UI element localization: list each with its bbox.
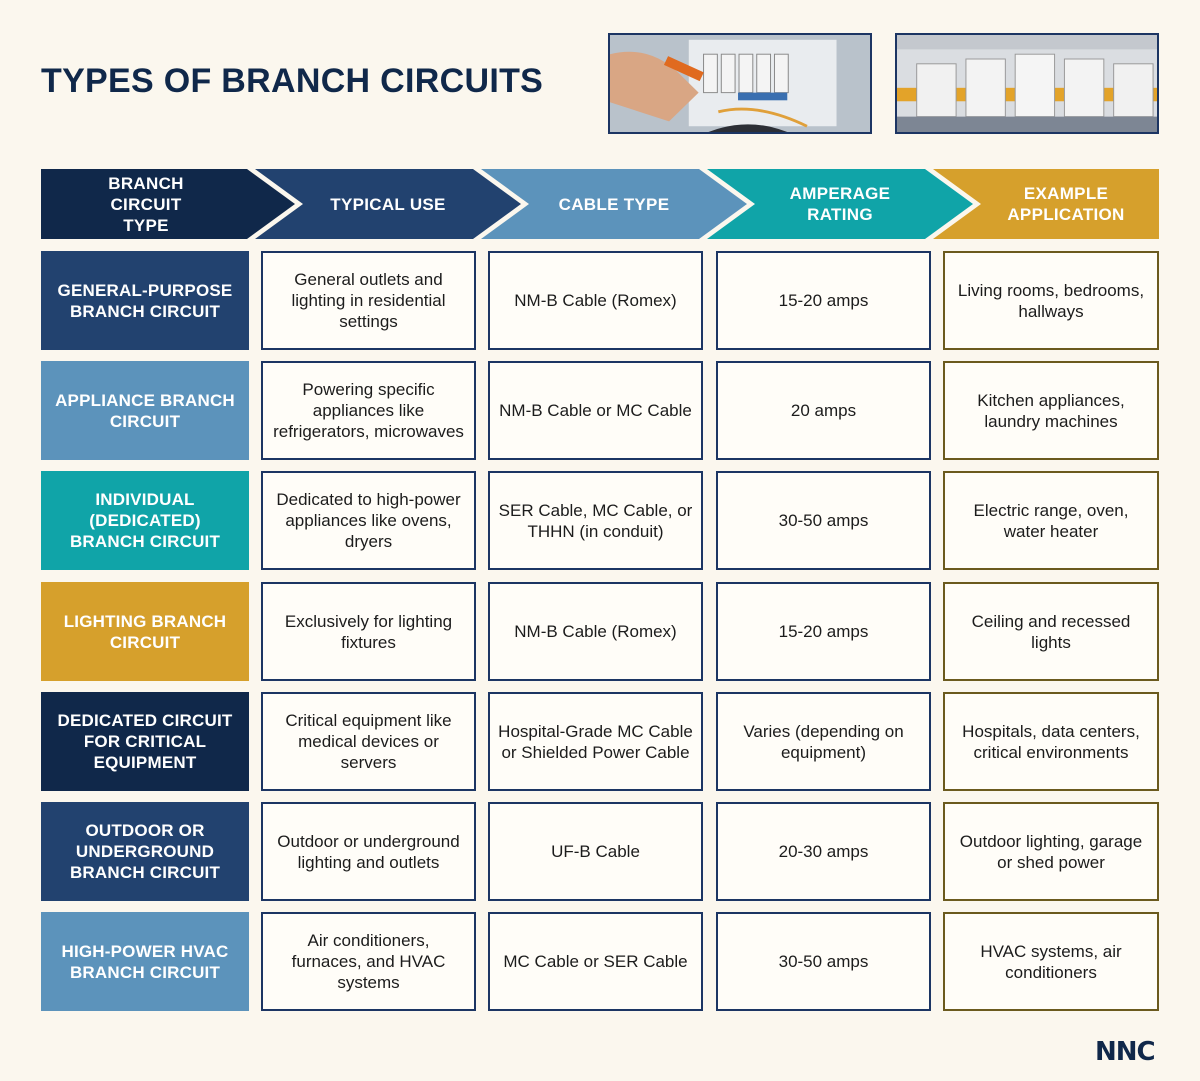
example-application-cell: Electric range, oven, water heater xyxy=(943,471,1159,570)
circuit-type-cell: GENERAL-PURPOSE BRANCH CIRCUIT xyxy=(41,251,249,350)
cable-type-cell: UF-B Cable xyxy=(488,802,703,901)
table-row: GENERAL-PURPOSE BRANCH CIRCUIT General o… xyxy=(0,251,1200,350)
cable-type-cell: Hospital-Grade MC Cable or Shielded Powe… xyxy=(488,692,703,791)
electrician-panel-photo xyxy=(608,33,872,134)
typical-use-cell: Powering specific appliances like refrig… xyxy=(261,361,476,460)
table-row: LIGHTING BRANCH CIRCUIT Exclusively for … xyxy=(0,582,1200,681)
typical-use-cell: Dedicated to high-power appliances like … xyxy=(261,471,476,570)
cable-type-cell: NM-B Cable or MC Cable xyxy=(488,361,703,460)
amperage-cell: 20-30 amps xyxy=(716,802,931,901)
cable-type-cell: SER Cable, MC Cable, or THHN (in conduit… xyxy=(488,471,703,570)
circuit-type-cell: LIGHTING BRANCH CIRCUIT xyxy=(41,582,249,681)
circuit-type-cell: APPLIANCE BRANCH CIRCUIT xyxy=(41,361,249,460)
example-application-cell: HVAC systems, air conditioners xyxy=(943,912,1159,1011)
typical-use-cell: Air conditioners, furnaces, and HVAC sys… xyxy=(261,912,476,1011)
circuit-type-cell: DEDICATED CIRCUIT FOR CRITICAL EQUIPMENT xyxy=(41,692,249,791)
table-row: APPLIANCE BRANCH CIRCUIT Powering specif… xyxy=(0,361,1200,460)
circuit-type-cell: INDIVIDUAL (DEDICATED) BRANCH CIRCUIT xyxy=(41,471,249,570)
cable-type-cell: MC Cable or SER Cable xyxy=(488,912,703,1011)
example-application-cell: Kitchen appliances, laundry machines xyxy=(943,361,1159,460)
circuit-type-cell: OUTDOOR OR UNDERGROUND BRANCH CIRCUIT xyxy=(41,802,249,901)
example-application-cell: Living rooms, bedrooms, hallways xyxy=(943,251,1159,350)
header-branch-circuit-type: BRANCH CIRCUIT TYPE xyxy=(41,169,295,239)
example-application-cell: Outdoor lighting, garage or shed power xyxy=(943,802,1159,901)
circuit-type-cell: HIGH-POWER HVAC BRANCH CIRCUIT xyxy=(41,912,249,1011)
table-row: DEDICATED CIRCUIT FOR CRITICAL EQUIPMENT… xyxy=(0,692,1200,791)
typical-use-cell: Outdoor or underground lighting and outl… xyxy=(261,802,476,901)
typical-use-cell: Critical equipment like medical devices … xyxy=(261,692,476,791)
page-title: TYPES OF BRANCH CIRCUITS xyxy=(41,62,544,100)
circuit-breakers-photo xyxy=(895,33,1159,134)
table-row: INDIVIDUAL (DEDICATED) BRANCH CIRCUIT De… xyxy=(0,471,1200,570)
typical-use-cell: Exclusively for lighting fixtures xyxy=(261,582,476,681)
cable-type-cell: NM-B Cable (Romex) xyxy=(488,251,703,350)
amperage-cell: 30-50 amps xyxy=(716,912,931,1011)
amperage-cell: Varies (depending on equipment) xyxy=(716,692,931,791)
table-row: OUTDOOR OR UNDERGROUND BRANCH CIRCUIT Ou… xyxy=(0,802,1200,901)
header-row: BRANCH CIRCUIT TYPE TYPICAL USE CABLE TY… xyxy=(0,169,1200,239)
amperage-cell: 20 amps xyxy=(716,361,931,460)
example-application-cell: Hospitals, data centers, critical enviro… xyxy=(943,692,1159,791)
cable-type-cell: NM-B Cable (Romex) xyxy=(488,582,703,681)
table-row: HIGH-POWER HVAC BRANCH CIRCUIT Air condi… xyxy=(0,912,1200,1011)
example-application-cell: Ceiling and recessed lights xyxy=(943,582,1159,681)
amperage-cell: 15-20 amps xyxy=(716,251,931,350)
typical-use-cell: General outlets and lighting in resident… xyxy=(261,251,476,350)
amperage-cell: 30-50 amps xyxy=(716,471,931,570)
nnc-logo: NNC xyxy=(1095,1037,1156,1067)
header-example-application: EXAMPLE APPLICATION xyxy=(933,169,1159,239)
amperage-cell: 15-20 amps xyxy=(716,582,931,681)
